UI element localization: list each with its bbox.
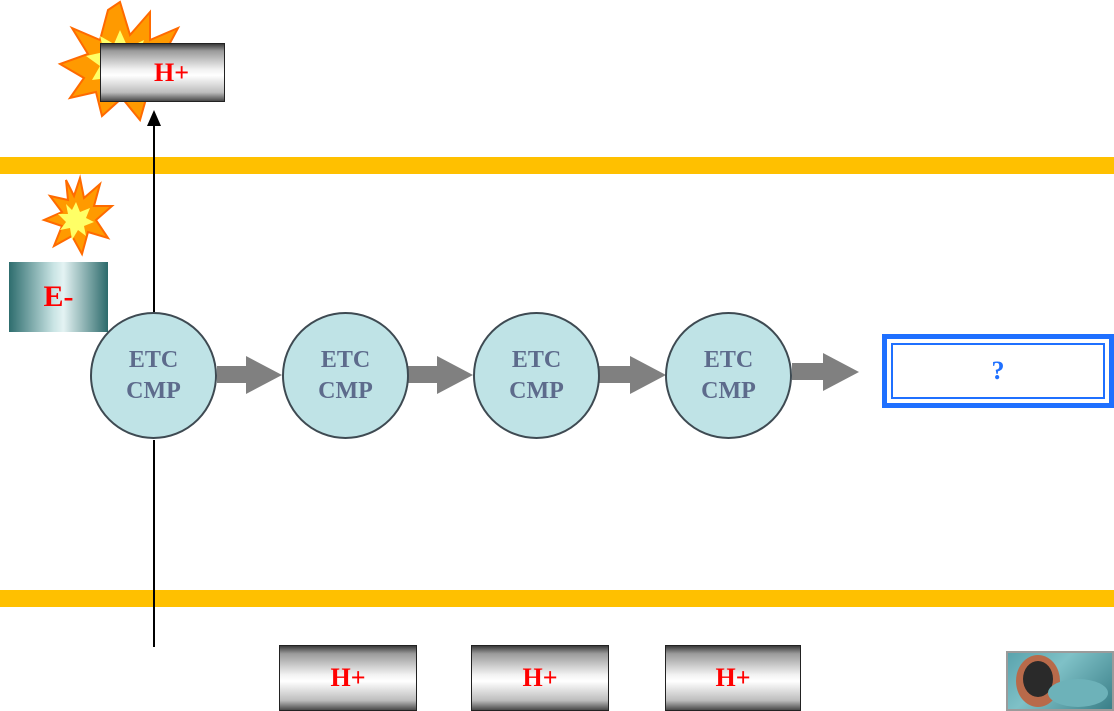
- etc-complex-label-line2: CMP: [126, 377, 181, 404]
- etc-complex-3: ETC CMP: [473, 312, 600, 439]
- etc-complex-label-line1: ETC: [511, 346, 562, 373]
- photo-content: [1016, 655, 1108, 707]
- electron-box: E-: [9, 262, 108, 332]
- etc-complex-label-line1: ETC: [320, 346, 371, 373]
- proton-label: H+: [522, 663, 558, 692]
- proton-label: H+: [330, 663, 366, 692]
- etc-complex-1: ETC CMP: [90, 312, 217, 439]
- flow-arrow-4: [792, 353, 859, 391]
- corner-photo-thumbnail[interactable]: [1006, 651, 1114, 711]
- etc-complex-label-line1: ETC: [703, 346, 754, 373]
- inner-membrane: [0, 590, 1114, 607]
- electron-label: E-: [43, 280, 74, 313]
- etc-complex-label-line2: CMP: [701, 377, 756, 404]
- final-acceptor-label: ?: [991, 356, 1005, 385]
- proton-cylinder-bottom-2: H+: [471, 645, 609, 711]
- etc-complex-label-line2: CMP: [509, 377, 564, 404]
- final-acceptor-box[interactable]: ?: [882, 334, 1114, 408]
- proton-label: H+: [153, 57, 190, 87]
- flow-arrow-2: [408, 356, 473, 394]
- proton-cylinder-top: H+: [100, 43, 225, 102]
- proton-path-arrowhead: [147, 110, 161, 126]
- burst-icon-small-core: [58, 202, 94, 240]
- proton-cylinder-bottom-1: H+: [279, 645, 417, 711]
- flow-arrow-3: [599, 356, 666, 394]
- proton-label: H+: [715, 663, 751, 692]
- etc-complex-4: ETC CMP: [665, 312, 792, 439]
- etc-complex-label-line2: CMP: [318, 377, 373, 404]
- proton-cylinder-bottom-3: H+: [665, 645, 801, 711]
- etc-complex-2: ETC CMP: [282, 312, 409, 439]
- flow-arrow-1: [217, 356, 282, 394]
- outer-membrane: [0, 157, 1114, 174]
- etc-complex-label-line1: ETC: [128, 346, 179, 373]
